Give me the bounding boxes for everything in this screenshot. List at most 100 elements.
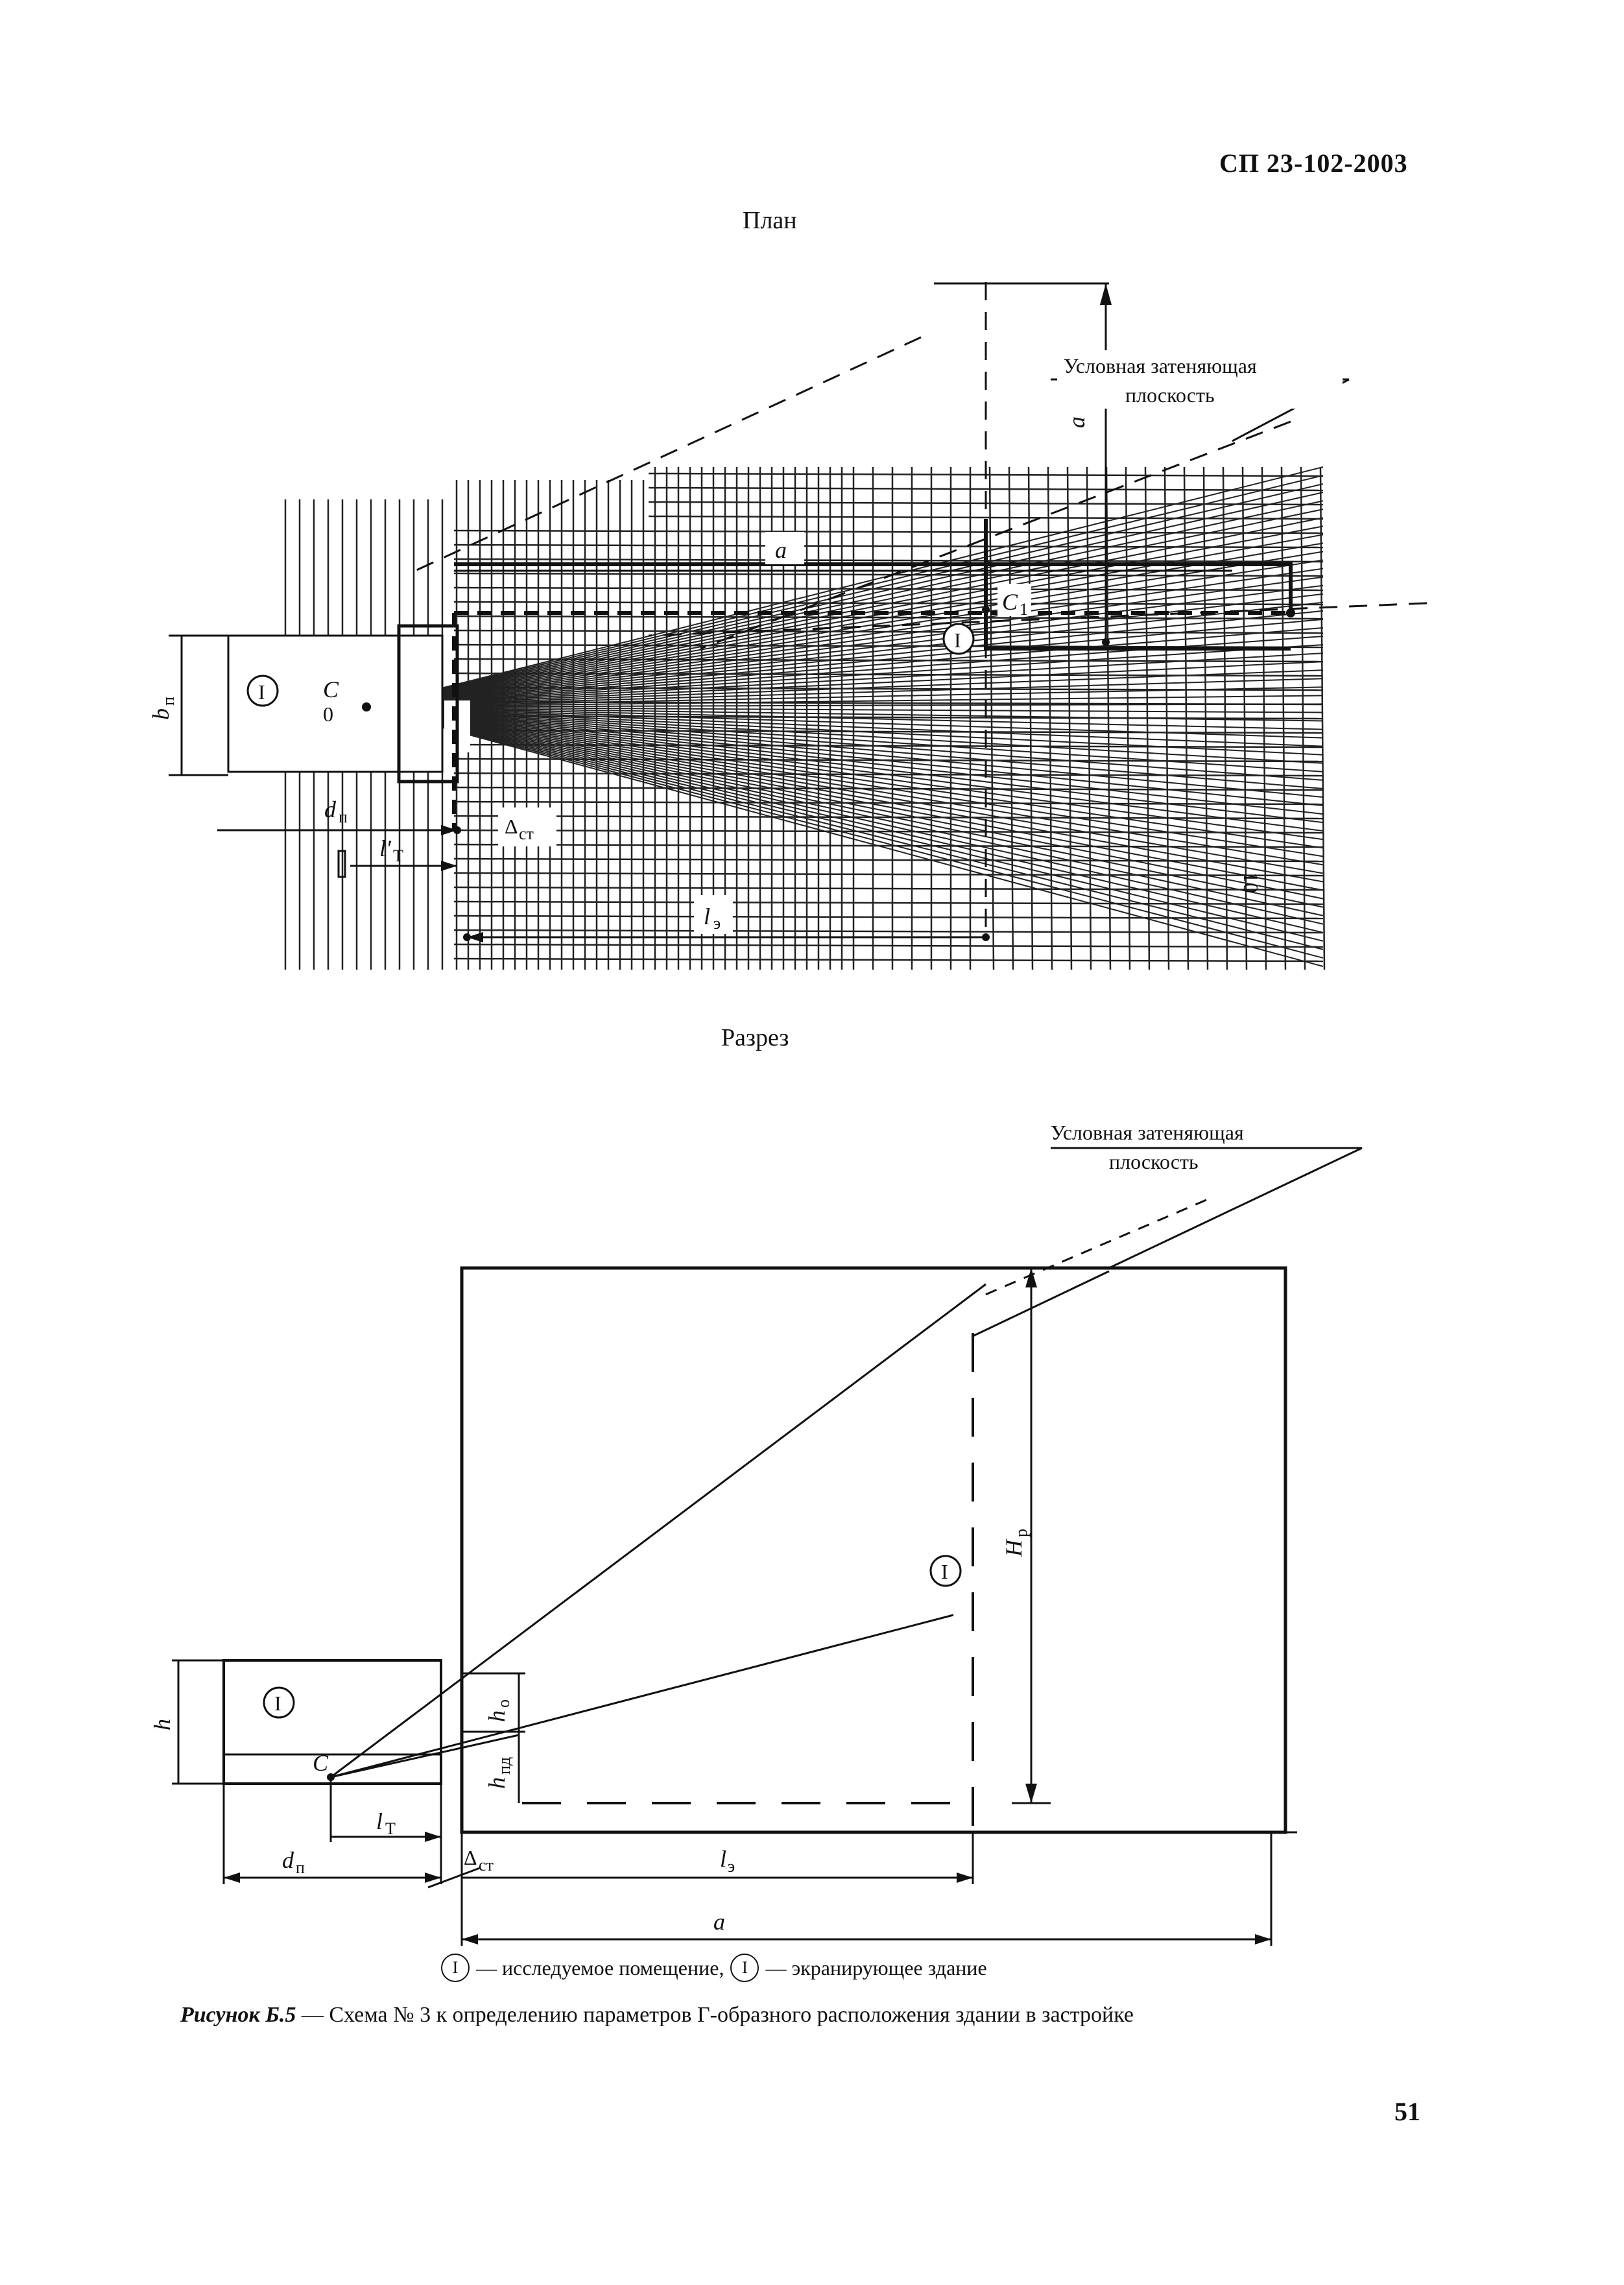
section-hpd-label: h пд	[484, 1757, 514, 1789]
plan-a-arrow	[1100, 283, 1112, 305]
plan-plane-label-line1: Условная затеняющая	[1064, 354, 1257, 377]
plan-ray	[366, 706, 1324, 959]
section-diagram: Условная затеняющая плоскость H р h C h …	[149, 1121, 1363, 1946]
section-a-label: a	[713, 1909, 725, 1935]
figure-caption: Рисунок Б.5 — Схема № 3 к определению па…	[180, 2003, 1134, 2028]
plan-diagram: a I I a b п C 0 C 1 d п	[148, 282, 1427, 970]
plan-lt-tick	[337, 850, 346, 878]
section-delta-label: Δ ст	[464, 1846, 494, 1874]
document-code: СП 23-102-2003	[1219, 149, 1408, 178]
section-plane-dashed	[979, 1199, 1207, 1298]
plan-ray	[366, 508, 1324, 708]
section-hp-label: H р	[1001, 1529, 1031, 1557]
plan-c1-label: C 1	[997, 584, 1031, 619]
legend-screen-text: — экранирующее здание	[765, 1956, 987, 1980]
plan-c-label: C	[323, 676, 339, 702]
plan-ray	[366, 517, 1324, 708]
plan-ray	[366, 576, 1324, 708]
svg-text:H: H	[1001, 1538, 1027, 1557]
svg-text:ст: ст	[479, 1856, 494, 1874]
plan-grid-hline	[648, 515, 1324, 520]
svg-text:h: h	[484, 1777, 510, 1789]
plan-grid-hline	[453, 843, 1324, 848]
plan-ray	[366, 706, 1324, 815]
plan-grid-hline	[453, 957, 1324, 963]
plan-bp-label: b п	[148, 697, 178, 720]
plan-ray	[366, 669, 1324, 708]
plan-ray	[366, 475, 1324, 708]
plan-ray	[366, 483, 1324, 708]
plan-grid-hline	[453, 829, 1324, 834]
section-ho-label: h о	[484, 1699, 513, 1722]
plan-ray	[366, 706, 1324, 781]
page-number: 51	[1394, 2097, 1420, 2126]
plan-grid-hline	[453, 872, 1324, 877]
plan-room-marker: I	[258, 680, 265, 704]
plan-ray	[366, 627, 1324, 708]
plan-zero-label: 0	[323, 702, 333, 726]
plan-ray	[366, 568, 1324, 708]
svg-text:h: h	[484, 1710, 510, 1722]
svg-text:э: э	[728, 1857, 735, 1876]
plan-ray-fan	[366, 466, 1324, 967]
plan-dimensions	[169, 569, 1232, 939]
plan-ray	[366, 706, 1324, 722]
plan-ray	[366, 706, 1324, 841]
plan-ray	[366, 706, 1324, 824]
section-room-marker-circle	[263, 1686, 295, 1719]
plan-ray	[366, 706, 1324, 713]
svg-text:п: п	[159, 697, 178, 706]
plan-room-marker-circle	[246, 675, 279, 707]
plan-ray	[366, 706, 1324, 747]
plan-ray	[366, 661, 1324, 708]
plan-grid-hline	[453, 815, 1324, 820]
plan-ray	[366, 706, 1324, 866]
section-dp-label: d п	[282, 1847, 305, 1877]
plan-grid-hline	[648, 486, 1324, 492]
svg-text:ст: ст	[519, 824, 534, 843]
plan-ray	[366, 525, 1324, 708]
plan-ray	[366, 706, 1324, 883]
plan-delta-label: Δ ст	[498, 808, 556, 846]
plan-a-vertical-label: a	[1064, 416, 1090, 428]
plan-ray	[366, 706, 1324, 849]
plan-ray	[366, 584, 1324, 708]
plan-plane-label-line2: плоскость	[1125, 383, 1215, 407]
svg-text:l: l	[704, 903, 710, 929]
plan-ray	[366, 706, 1324, 942]
plan-ray	[366, 601, 1324, 708]
section-plane-label-line1: Условная затеняющая	[1051, 1121, 1244, 1144]
svg-text:п: п	[296, 1858, 305, 1877]
plan-a-label: a	[775, 537, 787, 563]
plan-ray	[366, 706, 1324, 807]
plan-screen-marker-circle	[942, 623, 975, 655]
plan-ray	[366, 610, 1324, 708]
legend: I — исследуемое помещение, I — экранирую…	[441, 1954, 987, 1982]
plan-ray	[366, 706, 1324, 789]
plan-ray	[366, 706, 1324, 891]
svg-text:1: 1	[1020, 600, 1028, 619]
plan-ray	[366, 706, 1324, 874]
svg-text:Т: Т	[393, 846, 403, 865]
section-bottom-dimensions	[222, 1777, 1272, 1946]
plan-grid-hline	[453, 886, 1324, 891]
plan-grid-hline	[453, 929, 1324, 934]
plan-ray	[366, 551, 1324, 708]
svg-text:о: о	[494, 1699, 513, 1708]
svg-text:п: п	[339, 808, 348, 826]
plan-shading-plane-lines	[414, 282, 1427, 934]
plan-dp-arrow	[441, 825, 457, 835]
section-room-marker: I	[274, 1692, 281, 1715]
section-c-label: C	[313, 1750, 329, 1776]
svg-text:пд: пд	[495, 1757, 514, 1775]
plan-grid-hline	[453, 915, 1324, 920]
section-screen-marker: I	[941, 1560, 948, 1583]
plan-ray	[366, 706, 1324, 967]
plan-ray	[366, 500, 1324, 708]
plan-ray	[366, 706, 1324, 756]
plan-grid-hline	[453, 900, 1324, 905]
plan-points	[362, 606, 1295, 941]
plan-ray	[366, 706, 1324, 764]
svg-text:C: C	[1002, 589, 1018, 615]
section-sight-lines	[330, 1283, 986, 1778]
